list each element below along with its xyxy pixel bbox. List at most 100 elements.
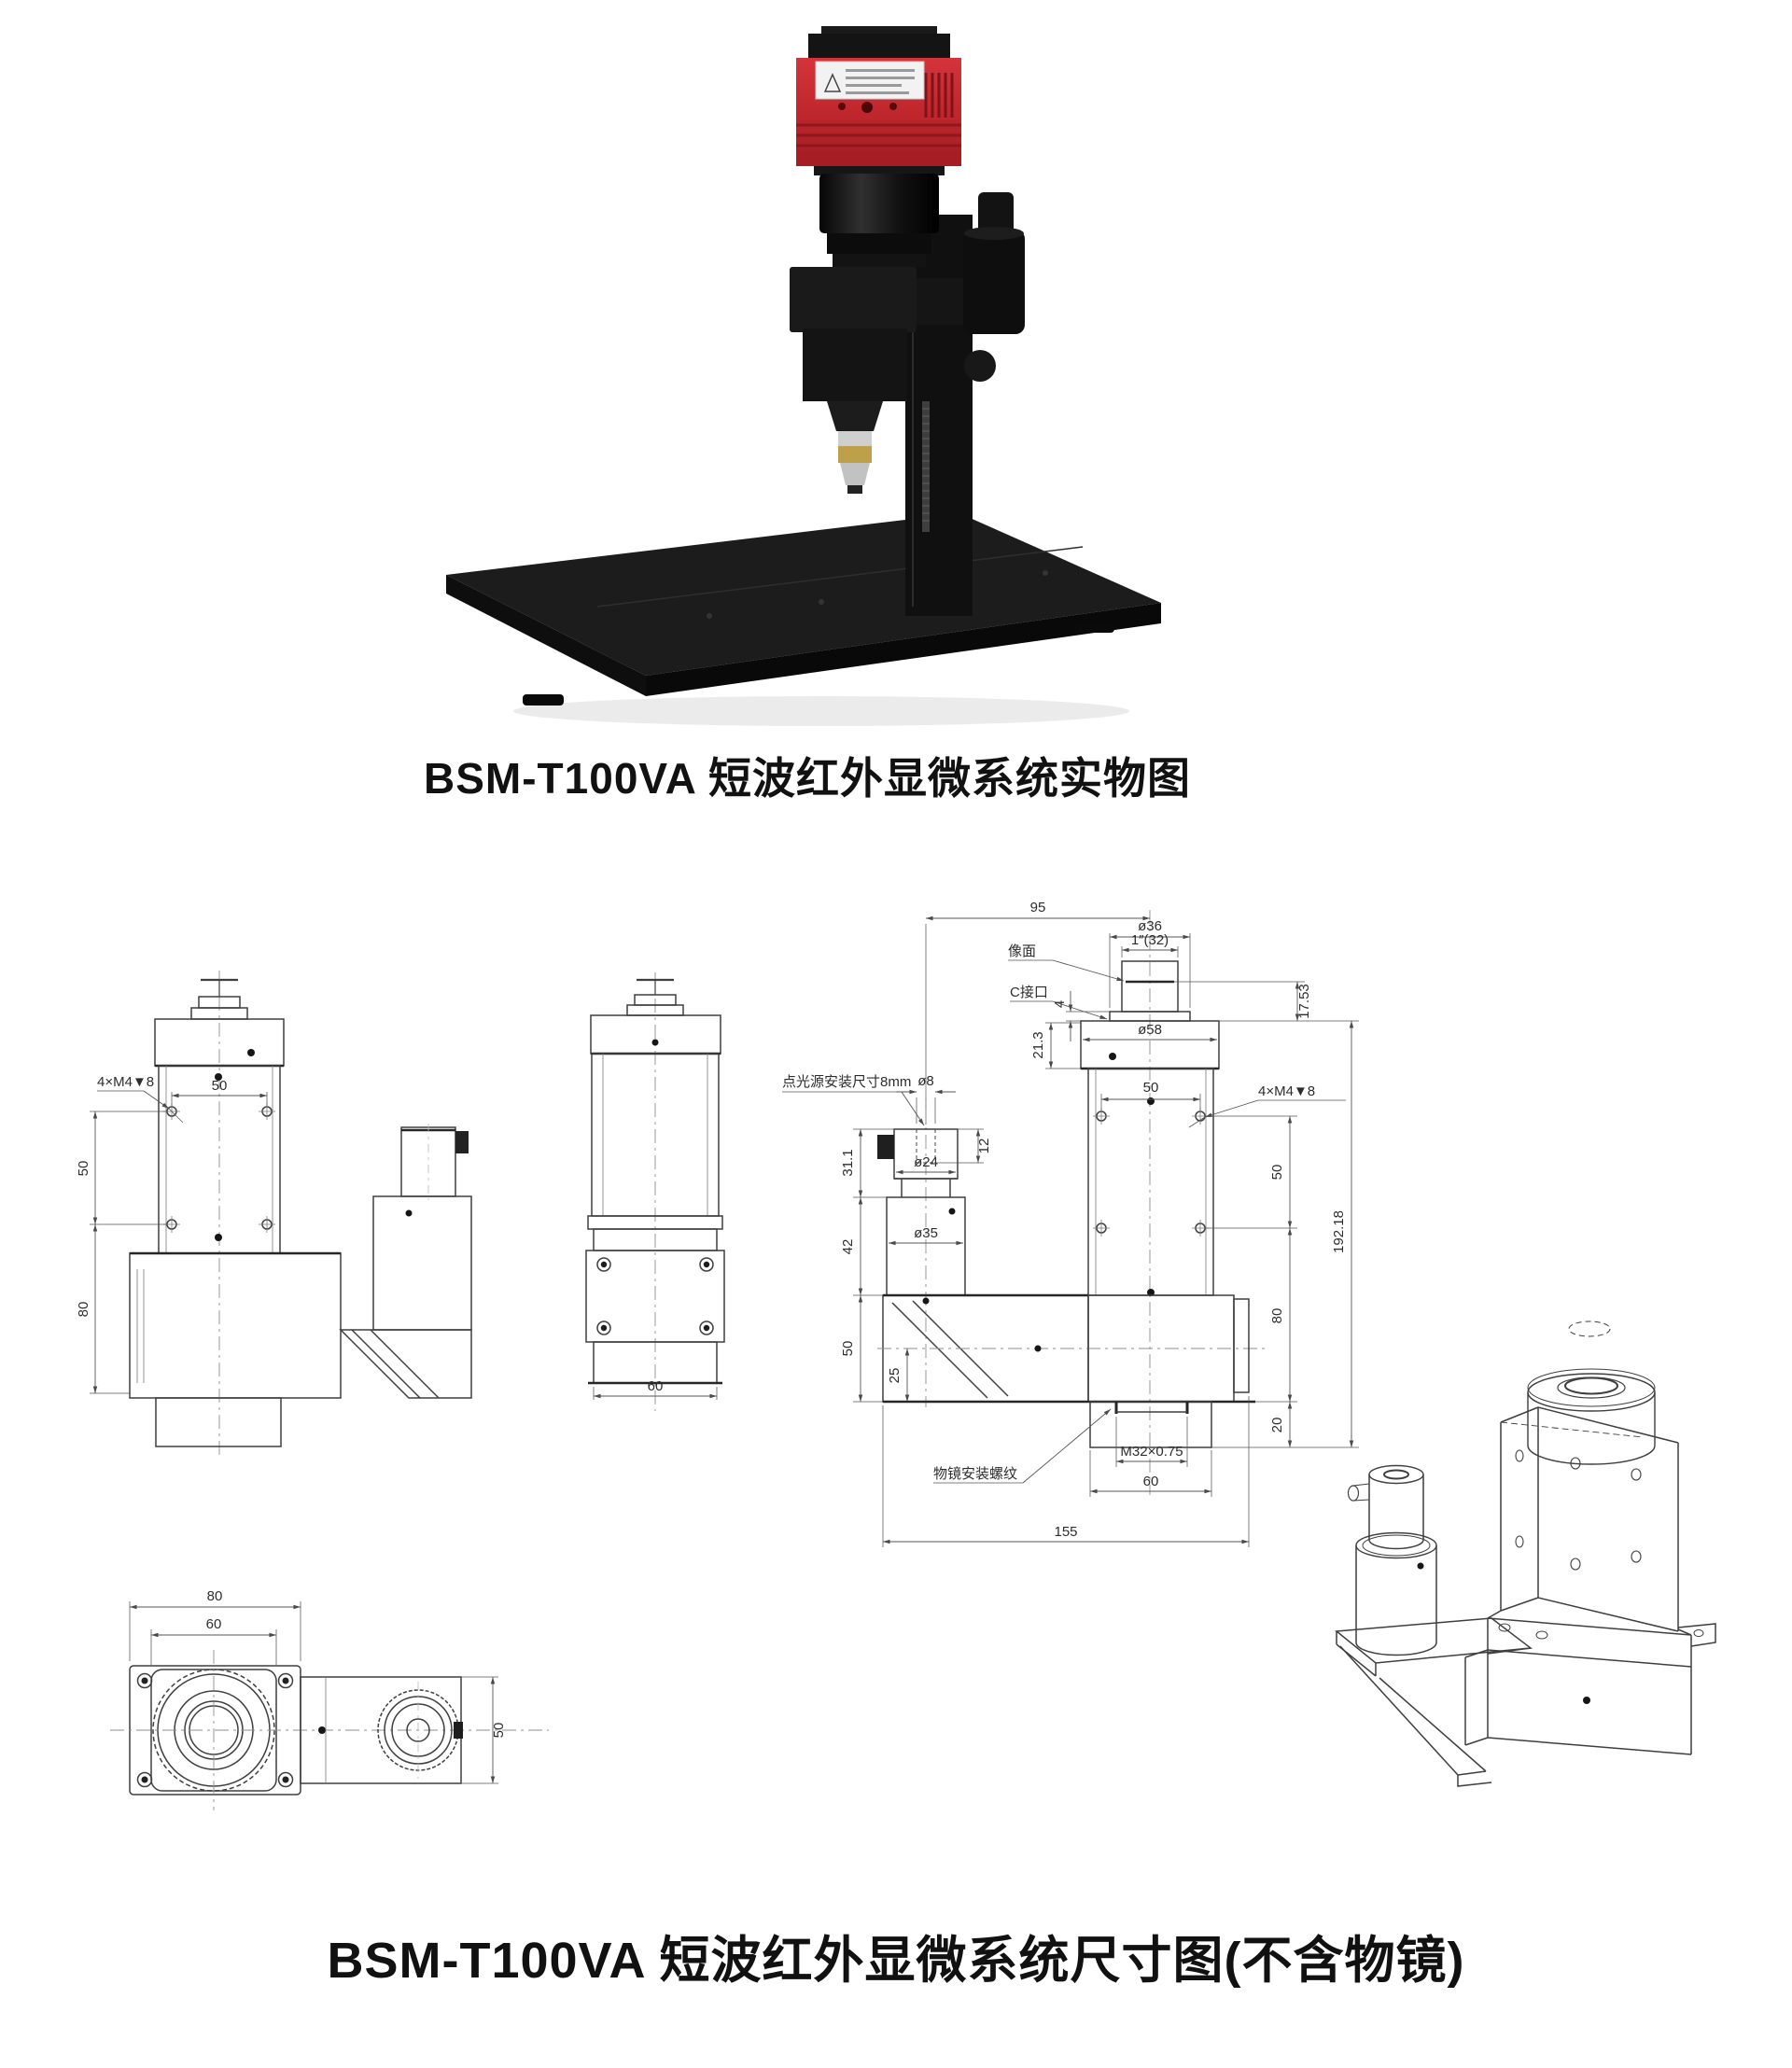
leader xyxy=(901,1091,925,1126)
port-lower-cylinder xyxy=(1355,1545,1437,1656)
mirror-diagonals xyxy=(891,1300,1009,1399)
top-cap xyxy=(590,1014,721,1055)
caption-dimensions: BSM-T100VA 短波红外显微系统尺寸图(不含物镜) xyxy=(327,1933,1465,1989)
camera-lid xyxy=(808,34,950,60)
flange-ear xyxy=(1677,1623,1716,1647)
knob-links xyxy=(1352,1483,1370,1502)
dim-total-h: 192.18 xyxy=(1331,1210,1347,1253)
bracket-edges xyxy=(1336,1631,1532,1677)
dot xyxy=(922,1297,930,1305)
leader-overshoot xyxy=(1188,1116,1206,1128)
front-view-drawing: 50 4×M4▼8 50 80 xyxy=(76,971,472,1458)
corner-screws xyxy=(136,1672,294,1788)
dot xyxy=(405,1209,413,1217)
dim-light-h1: 31.1 xyxy=(840,1149,856,1176)
base-plate-top xyxy=(446,513,1161,676)
dot xyxy=(1583,1697,1590,1704)
dim-side: 50 xyxy=(491,1723,507,1739)
leader xyxy=(1052,1000,1108,1020)
dot xyxy=(1417,1562,1424,1570)
dim-hole-v: 50 xyxy=(76,1161,91,1177)
dot xyxy=(215,1073,222,1081)
ext xyxy=(1205,1020,1359,1448)
photo-shadow xyxy=(513,696,1129,726)
socket-screws xyxy=(596,1257,714,1335)
dim-sensor-dia: ø36 xyxy=(1138,918,1162,934)
camera-grooves xyxy=(796,123,961,147)
dim-mid-dia: ø24 xyxy=(914,1154,938,1170)
illumination-tube-upper xyxy=(978,192,1014,235)
flange xyxy=(1487,1610,1692,1668)
dim-prism-h: 50 xyxy=(840,1341,856,1357)
camera-adapter-step xyxy=(814,164,945,175)
dot xyxy=(1147,1097,1155,1105)
lead-screw xyxy=(922,401,930,532)
dim-light-dia: ø8 xyxy=(917,1073,934,1089)
dim-lower: 80 xyxy=(76,1302,91,1318)
dot xyxy=(1034,1345,1042,1352)
label-image-plane: 像面 xyxy=(1008,943,1036,959)
neck xyxy=(894,1178,958,1197)
camera-vents xyxy=(924,73,954,118)
dot xyxy=(1109,1053,1116,1060)
side-view-drawing: 60 xyxy=(585,972,725,1411)
light-box xyxy=(372,1195,472,1331)
hidden-edge xyxy=(1500,1421,1644,1438)
focus-knob xyxy=(964,350,996,382)
base-screw xyxy=(707,613,712,619)
ext xyxy=(1089,1450,1212,1497)
dim-flange: 4 xyxy=(1052,1000,1068,1008)
dim-width: 60 xyxy=(648,1378,664,1394)
dim-outer: 80 xyxy=(207,1588,223,1604)
light-knob xyxy=(455,1131,469,1153)
mounting-holes xyxy=(1093,1108,1209,1237)
objective-gold-band xyxy=(838,446,872,463)
dot xyxy=(1147,1289,1155,1296)
leader xyxy=(1022,1408,1112,1484)
objective-mount xyxy=(1089,1401,1212,1448)
dim-obj-w: 60 xyxy=(1143,1474,1159,1489)
warning-triangle-icon xyxy=(823,73,842,92)
base-screw xyxy=(1043,570,1048,576)
illumination-tube xyxy=(963,230,1025,334)
ear-hole xyxy=(1693,1629,1704,1637)
dim-offset: 95 xyxy=(1030,900,1046,915)
isometric-view-drawing xyxy=(1335,1320,1716,1787)
ext xyxy=(853,1128,894,1403)
port-lower-rim2 xyxy=(1362,1534,1431,1557)
body-inner-edges xyxy=(165,1066,273,1253)
dim-c-thread: 1″(32) xyxy=(1131,932,1169,948)
adapter-ring xyxy=(827,233,931,254)
hidden-hole-lines xyxy=(916,1129,936,1164)
dim-side-lower: 80 xyxy=(1269,1308,1285,1324)
objective-top-band xyxy=(838,431,872,446)
base-screw xyxy=(819,599,824,605)
dim-cap-h: 21.3 xyxy=(1030,1031,1046,1058)
dim-hole-span: 50 xyxy=(1143,1080,1159,1096)
dim-cap-dia: ø58 xyxy=(1138,1022,1162,1038)
cap-bore xyxy=(1564,1376,1618,1395)
thread-label: 4×M4▼8 xyxy=(97,1074,154,1090)
bracket-plate xyxy=(1335,1617,1533,1664)
base-plate-front-edge xyxy=(646,603,1161,696)
dim-prism-c: 25 xyxy=(887,1368,903,1384)
dot xyxy=(318,1726,326,1734)
knob xyxy=(1347,1485,1360,1502)
clamp-tab xyxy=(1233,1298,1250,1393)
dot xyxy=(651,1039,659,1046)
ext xyxy=(1115,1417,1188,1467)
port-rim xyxy=(1368,1464,1424,1485)
base-foot xyxy=(1073,622,1114,633)
label-c-mount: C接口 xyxy=(1010,985,1048,1000)
leader xyxy=(1204,1099,1259,1118)
bottom-view-drawing: 80 60 xyxy=(110,1588,549,1810)
camera-label-text-lines xyxy=(846,69,915,94)
leader xyxy=(143,1090,170,1110)
objective-cone xyxy=(840,463,870,485)
slot-hole xyxy=(1535,1630,1548,1640)
label-light-source: 点光源安装尺寸8mm xyxy=(782,1074,911,1090)
bevel-housing xyxy=(339,1329,472,1399)
dim-c-flange-depth: 17.53 xyxy=(1296,984,1312,1019)
dot xyxy=(948,1208,956,1215)
